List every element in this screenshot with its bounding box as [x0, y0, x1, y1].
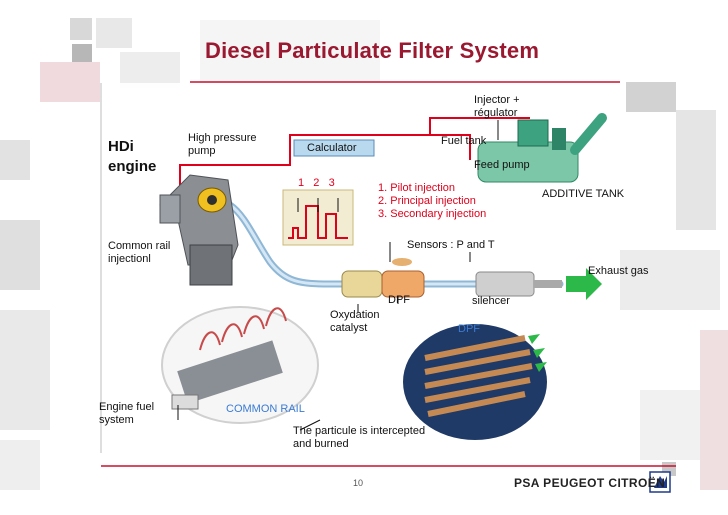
control-loop-line: [179, 117, 530, 200]
additive-tank-illustration: [477, 113, 607, 183]
psa-brand-text: PSA PEUGEOT CITROËN: [514, 476, 666, 490]
high-pressure-pump-line1: High pressure: [188, 132, 257, 144]
sensors-label: Sensors : P and T: [407, 239, 495, 251]
injector-regulator-line2: régulator: [474, 107, 518, 119]
hdi-label-line1: HDi: [108, 138, 134, 155]
calculator-box: [293, 139, 375, 157]
oxydation-catalyst-line1: Oxydation: [330, 309, 380, 321]
dpf-label: DPF: [388, 294, 410, 306]
psa-lion-logo: [649, 471, 671, 493]
engine-fuel-system-line2: system: [99, 414, 134, 426]
common-rail-injection-line2: injectionl: [108, 253, 151, 265]
high-pressure-pump-line2: pump: [188, 145, 216, 157]
hdi-label-line2: engine: [108, 158, 157, 175]
injection-waveform-panel: [282, 189, 354, 246]
hdi-engine-label: HDi engine: [108, 137, 156, 177]
calculator-label: Calculator: [307, 142, 357, 154]
decor-left-tiles: [0, 18, 380, 490]
engine-block-illustration: [159, 174, 239, 286]
exhaust-arrow-icon: [566, 268, 602, 300]
additive-tank-label: ADDITIVE TANK: [542, 188, 625, 200]
engine-fuel-system-label: Engine fuel system: [99, 401, 154, 427]
exhaust-gas-label: Exhaust gas: [588, 265, 649, 277]
injection-list: 1. Pilot injection 2. Principal injectio…: [378, 182, 486, 221]
silencer-box: [475, 271, 562, 297]
injector-regulator-line1: Injector +: [474, 94, 520, 106]
dpf-inset-label: DPF: [458, 323, 480, 335]
oxydation-catalyst-line2: catalyst: [330, 322, 368, 334]
particule-caption-line2: and burned: [293, 438, 349, 450]
injection-numbers: 1 2 3: [298, 177, 335, 189]
feed-pump-label: Feed pump: [474, 159, 530, 171]
pilot-injection-label: 1. Pilot injection: [378, 182, 456, 194]
page-number: 10: [353, 478, 364, 488]
decor-right-shapes: [620, 82, 728, 490]
dpf-canister: [341, 258, 425, 298]
common-rail-label: COMMON RAIL: [226, 403, 305, 415]
fuel-tank-label: Fuel tank: [441, 135, 487, 147]
oxydation-catalyst-label: Oxydation catalyst: [330, 309, 380, 335]
common-rail-injection-label: Common rail injectionl: [108, 240, 170, 266]
principal-injection-label: 2. Principal injection: [378, 195, 476, 207]
particule-caption-line1: The particule is intercepted: [293, 425, 426, 437]
engine-fuel-system-line1: Engine fuel: [99, 401, 155, 413]
silencer-label: silehcer: [472, 295, 510, 307]
secondary-injection-label: 3. Secondary injection: [378, 208, 487, 220]
particule-caption: The particule is intercepted and burned: [293, 425, 425, 451]
injector-regulator-label: Injector + régulator: [474, 94, 520, 120]
common-rail-injection-line1: Common rail: [108, 240, 171, 252]
dpf-cutaway-inset: [403, 324, 547, 440]
slide-title: Diesel Particulate Filter System: [205, 38, 540, 63]
high-pressure-pump-label: High pressure pump: [188, 132, 256, 158]
